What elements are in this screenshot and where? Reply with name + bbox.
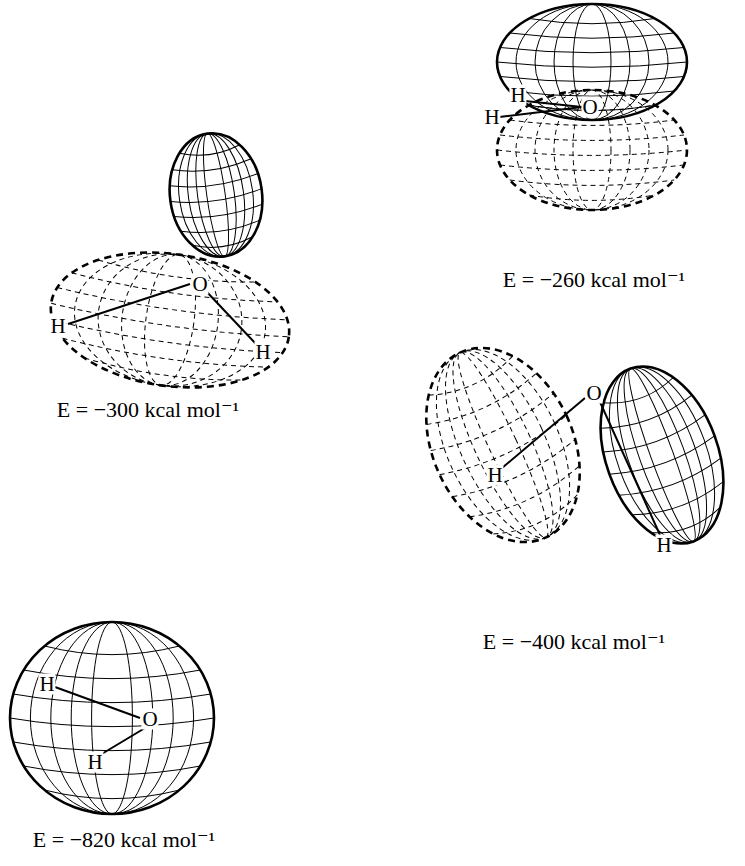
lobe-outline <box>162 127 270 263</box>
atom-label: H <box>49 316 66 337</box>
grid-line <box>66 241 275 398</box>
grid-line <box>440 415 571 482</box>
lobe-outline <box>10 622 214 814</box>
bond-line <box>68 284 190 324</box>
grid-line <box>137 251 203 388</box>
grid-line <box>50 303 288 342</box>
atom-label: H <box>483 107 500 128</box>
atom-label: H <box>655 535 672 556</box>
grid-line <box>447 347 559 544</box>
bond-line <box>502 398 585 468</box>
grid-line <box>198 132 233 257</box>
grid-line <box>500 135 684 140</box>
grid-line <box>431 393 558 459</box>
grid-line <box>554 4 630 120</box>
grid-line <box>510 180 675 185</box>
orbital-lobe <box>162 127 270 263</box>
grid-line <box>510 91 675 96</box>
grid-line <box>601 395 695 436</box>
grid-line <box>10 718 214 727</box>
grid-line <box>174 204 263 222</box>
grid-line <box>97 260 255 288</box>
orbital-lobe <box>396 323 609 567</box>
grid-line <box>603 415 708 460</box>
atom-label: O <box>141 709 158 730</box>
grid-line <box>422 335 584 555</box>
grid-line <box>573 4 611 120</box>
grid-line <box>516 4 668 120</box>
grid-line <box>52 320 283 358</box>
bond-line <box>100 728 145 755</box>
atom-label: O <box>585 383 602 404</box>
orbital-lobe <box>578 349 745 560</box>
grid-line <box>620 365 704 546</box>
lobe-outline <box>578 349 745 560</box>
bond-line <box>499 107 582 117</box>
grid-line <box>427 373 541 433</box>
atom-label: O <box>581 97 598 118</box>
grid-line <box>500 48 684 53</box>
grid-line <box>435 341 572 550</box>
orbital-lobe <box>42 238 298 402</box>
grid-line <box>62 338 269 373</box>
lobe-outline <box>42 238 298 402</box>
grid-line <box>171 128 261 261</box>
grid-line <box>56 287 287 325</box>
lobe-outline <box>497 4 687 120</box>
atom-label: H <box>509 85 526 106</box>
grid-line <box>84 358 242 386</box>
bond-line <box>525 101 582 107</box>
grid-line <box>170 173 259 191</box>
grid-line <box>604 377 676 410</box>
energy-label: E = −300 kcal mol⁻¹ <box>57 398 239 422</box>
grid-line <box>170 189 262 207</box>
grid-line <box>452 439 579 505</box>
grid-line <box>45 646 180 655</box>
grid-line <box>529 19 655 24</box>
grid-line <box>181 220 261 237</box>
grid-line <box>172 159 252 176</box>
grid-line <box>429 356 517 403</box>
grid-line <box>500 165 684 170</box>
grid-line <box>189 131 243 259</box>
orbital-lobe <box>10 622 214 814</box>
grid-line <box>516 90 668 210</box>
energy-label: E = −260 kcal mol⁻¹ <box>503 268 685 292</box>
grid-line <box>609 361 714 549</box>
grid-line <box>92 622 133 814</box>
atom-label: O <box>191 274 208 295</box>
bond-line <box>205 290 256 344</box>
atom-label: H <box>486 465 503 486</box>
atom-label: H <box>86 752 103 773</box>
grid-line <box>30 622 193 814</box>
grid-line <box>13 742 211 751</box>
grid-line <box>113 248 226 392</box>
grid-line <box>24 766 201 775</box>
grid-line <box>599 357 725 553</box>
grid-line <box>497 62 687 67</box>
orbital-lobe <box>497 90 687 210</box>
grid-line <box>45 790 180 799</box>
atom-label: H <box>254 342 271 363</box>
grid-line <box>500 77 684 82</box>
lobe-outline <box>497 90 687 210</box>
energy-label: E = −400 kcal mol⁻¹ <box>483 630 665 654</box>
grid-line <box>13 694 211 703</box>
grid-line <box>497 150 687 155</box>
bond-line <box>55 687 140 718</box>
orbital-lobe <box>497 4 687 120</box>
grid-line <box>510 33 675 38</box>
grid-line <box>493 495 581 542</box>
grid-line <box>179 145 240 159</box>
grid-line <box>71 273 278 308</box>
energy-label: E = −820 kcal mol⁻¹ <box>33 828 215 852</box>
grid-line <box>409 329 597 561</box>
grid-line <box>529 195 655 200</box>
atom-label: H <box>38 674 55 695</box>
lobe-outline <box>396 323 609 567</box>
bond-line <box>600 402 660 535</box>
